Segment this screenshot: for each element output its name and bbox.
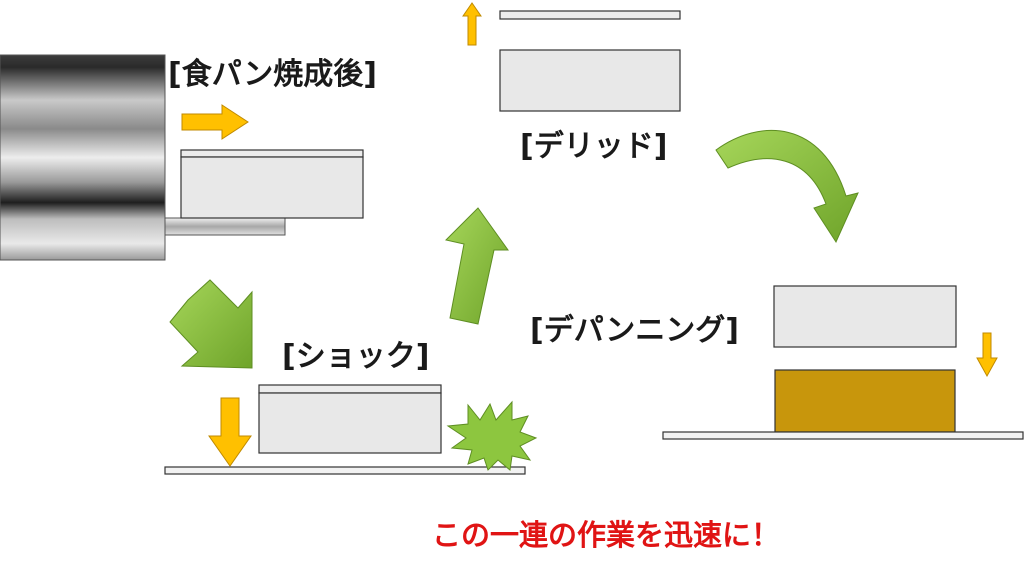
depan-platform — [662, 431, 1024, 440]
depanning-station — [662, 285, 1024, 440]
pan-lifted — [773, 285, 957, 348]
label-depanning: [デパンニング] — [530, 313, 739, 348]
caption: この一連の作業を迅速に！ — [432, 518, 781, 552]
label-delid: [デリッド] — [520, 129, 668, 164]
oven-rail — [164, 217, 286, 236]
impact-burst-icon — [446, 400, 538, 471]
down-right-arrow-icon — [169, 279, 253, 369]
lid — [499, 10, 681, 20]
oven — [0, 54, 286, 261]
up-arrow-small-icon — [462, 2, 482, 46]
baked-pan — [180, 149, 364, 219]
shock-platform — [164, 466, 526, 475]
right-arrow-icon — [181, 104, 249, 140]
delid-station — [462, 2, 681, 112]
shock-station — [164, 384, 538, 475]
curved-arrow-icon — [715, 129, 859, 244]
pan — [499, 49, 681, 112]
bread-loaf — [774, 369, 956, 433]
up-arrow-icon — [445, 207, 509, 325]
down-arrow-icon — [208, 397, 252, 467]
label-shock: [ショック] — [282, 339, 430, 374]
label-baked-bread: [食パン焼成後] — [168, 57, 377, 92]
down-arrow-small-icon — [976, 332, 998, 378]
